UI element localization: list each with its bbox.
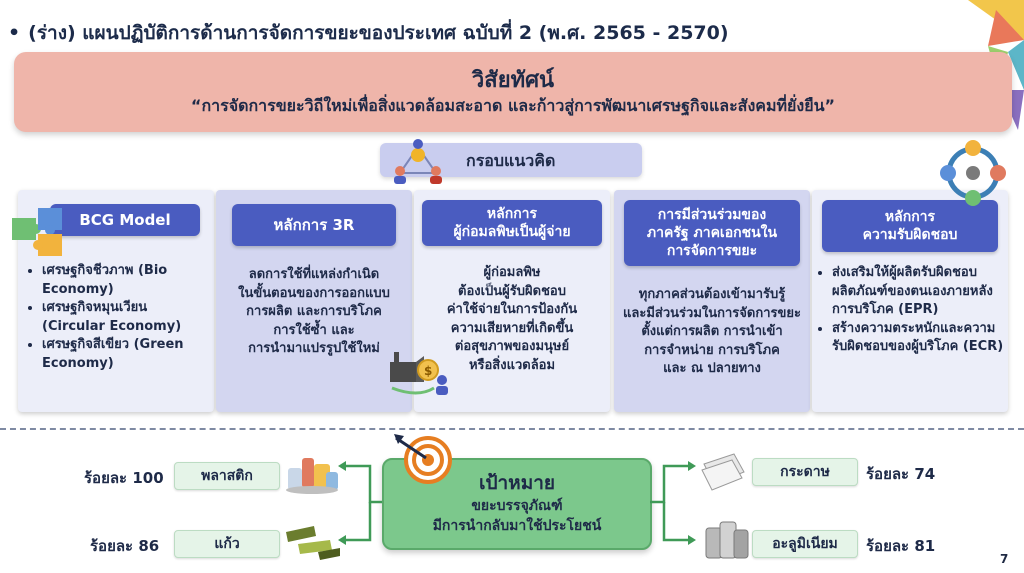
participation-header-line: ภาครัฐ ภาคเอกชนใน [646,225,778,241]
polluter-header-line: หลักการ [486,206,538,222]
bcg-bullet-2: เศรษฐกิจหมุนเวียน (Circular Economy) [42,299,212,336]
responsibility-body: ส่งเสริมให้ผู้ผลิตรับผิดชอบผลิตภัณฑ์ของต… [816,264,1004,357]
column-participation: การมีส่วนร่วมของ ภาครัฐ ภาคเอกชนใน การจั… [614,190,810,412]
participation-header-line: การจัดการขยะ [666,243,758,259]
polluter-header-line: ผู้ก่อมลพิษเป็นผู้จ่าย [453,224,571,240]
goal-description: ขยะบรรจุภัณฑ์ มีการนำกลับมาใช้ประโยชน์ [384,496,650,536]
framework-label: กรอบแนวคิด [466,151,556,170]
3r-line: การผลิต และการบริโภค [246,304,382,319]
participation-line: และ ณ ปลายทาง [663,361,761,376]
responsibility-bullet-1: ส่งเสริมให้ผู้ผลิตรับผิดชอบผลิตภัณฑ์ของต… [832,264,1004,320]
bcg-header: BCG Model [50,204,200,236]
vision-statement: “การจัดการขยะวิถีใหม่เพื่อสิ่งแวดล้อมสะอ… [190,96,836,115]
aluminium-can-icon [705,521,749,559]
glass-label: แก้ว [174,530,280,558]
column-polluter-pays: หลักการ ผู้ก่อมลพิษเป็นผู้จ่าย ผู้ก่อมลพ… [414,190,610,412]
3r-line: การนำมาแปรรูปใช้ใหม่ [248,341,380,356]
polluter-line: ผู้ก่อมลพิษ [483,265,541,280]
glass-bottle-icon [286,526,340,560]
goal-line: มีการนำกลับมาใช้ประโยชน์ [432,518,602,534]
vision-heading: วิสัยทัศน์ [471,68,555,93]
polluter-line: ต้องเป็นผู้รับผิดชอบ [458,283,566,299]
paper-percent: ร้อยละ 74 [866,465,936,483]
plastic-percent: ร้อยละ 100 [84,469,164,487]
participation-line: การจำหน่าย การบริโภค [644,342,780,358]
aluminium-label: อะลูมิเนียม [752,530,858,558]
polluter-line: ต่อสุขภาพของมนุษย์ [454,339,570,354]
svg-text:$: $ [424,364,432,378]
participation-body: ทุกภาคส่วนต้องเข้ามารับรู้ และมีส่วนร่วม… [614,286,810,379]
responsibility-bullet-2: สร้างความตระหนักและความรับผิดชอบของผู้บร… [832,320,1004,357]
page-title-text: (ร่าง) แผนปฏิบัติการด้านการจัดการขยะของป… [28,22,729,44]
participation-line: ตั้งแต่การผลิต การนำเข้า [641,324,783,339]
target-dart-icon [394,434,452,484]
goal-line: ขยะบรรจุภัณฑ์ [471,498,563,514]
goal-title: เป้าหมาย [478,472,556,494]
3r-body: ลดการใช้ที่แหล่งกำเนิด ในขั้นตอนของการออ… [218,266,410,359]
page-number: 7 [1000,552,1009,566]
participation-line: และมีส่วนร่วมในการจัดการขยะ [623,305,801,321]
section-divider [0,428,1024,430]
puzzle-icon [12,208,62,256]
goal-arrows [338,461,696,545]
responsibility-header: หลักการ ความรับผิดชอบ [822,200,998,252]
paper-label: กระดาษ [752,458,858,486]
plastic-label: พลาสติก [174,462,280,490]
polluter-line: หรือสิ่งแวดล้อม [468,357,556,373]
plastic-waste-icon [286,458,338,494]
3r-line: ลดการใช้ที่แหล่งกำเนิด [248,267,380,282]
polluter-line: ค่าใช้จ่ายในการป้องกัน [446,302,578,317]
page-title: •(ร่าง) แผนปฏิบัติการด้านการจัดการขยะของ… [8,22,729,44]
paper-stack-icon [701,453,745,491]
participation-header-line: การมีส่วนร่วมของ [657,207,767,223]
people-network-icon [394,139,442,184]
3r-line: ในขั้นตอนของการออกแบบ [238,285,390,301]
column-responsibility: หลักการ ความรับผิดชอบ ส่งเสริมให้ผู้ผลิต… [812,190,1008,412]
3r-line: การใช้ซ้ำ และ [273,322,355,338]
glass-percent: ร้อยละ 86 [90,537,160,555]
vision-banner: วิสัยทัศน์ “การจัดการขยะวิถีใหม่เพื่อสิ่… [14,52,1012,132]
bcg-bullet-3: เศรษฐกิจสีเขียว (Green Economy) [42,336,212,373]
responsibility-header-line: หลักการ [884,209,936,225]
column-3r: หลักการ 3R ลดการใช้ที่แหล่งกำเนิด ในขั้น… [216,190,412,412]
bcg-bullet-1: เศรษฐกิจชีวภาพ (Bio Economy) [42,262,212,299]
bcg-body: เศรษฐกิจชีวภาพ (Bio Economy) เศรษฐกิจหมุ… [26,262,212,373]
polluter-line: ความเสียหายที่เกิดขึ้น [450,320,574,336]
polluter-pays-body: ผู้ก่อมลพิษ ต้องเป็นผู้รับผิดชอบ ค่าใช้จ… [416,264,608,375]
responsibility-header-line: ความรับผิดชอบ [862,227,958,243]
aluminium-percent: ร้อยละ 81 [866,537,936,555]
participation-header: การมีส่วนร่วมของ ภาครัฐ ภาคเอกชนใน การจั… [624,200,800,266]
circular-economy-icon [940,140,1006,206]
factory-coin-icon: $ [390,352,448,395]
polluter-pays-header: หลักการ ผู้ก่อมลพิษเป็นผู้จ่าย [422,200,602,246]
column-bcg-model: BCG Model เศรษฐกิจชีวภาพ (Bio Economy) เ… [18,190,214,412]
framework-box: กรอบแนวคิด [380,143,642,177]
participation-line: ทุกภาคส่วนต้องเข้ามารับรู้ [638,287,786,302]
3r-header: หลักการ 3R [232,204,396,246]
